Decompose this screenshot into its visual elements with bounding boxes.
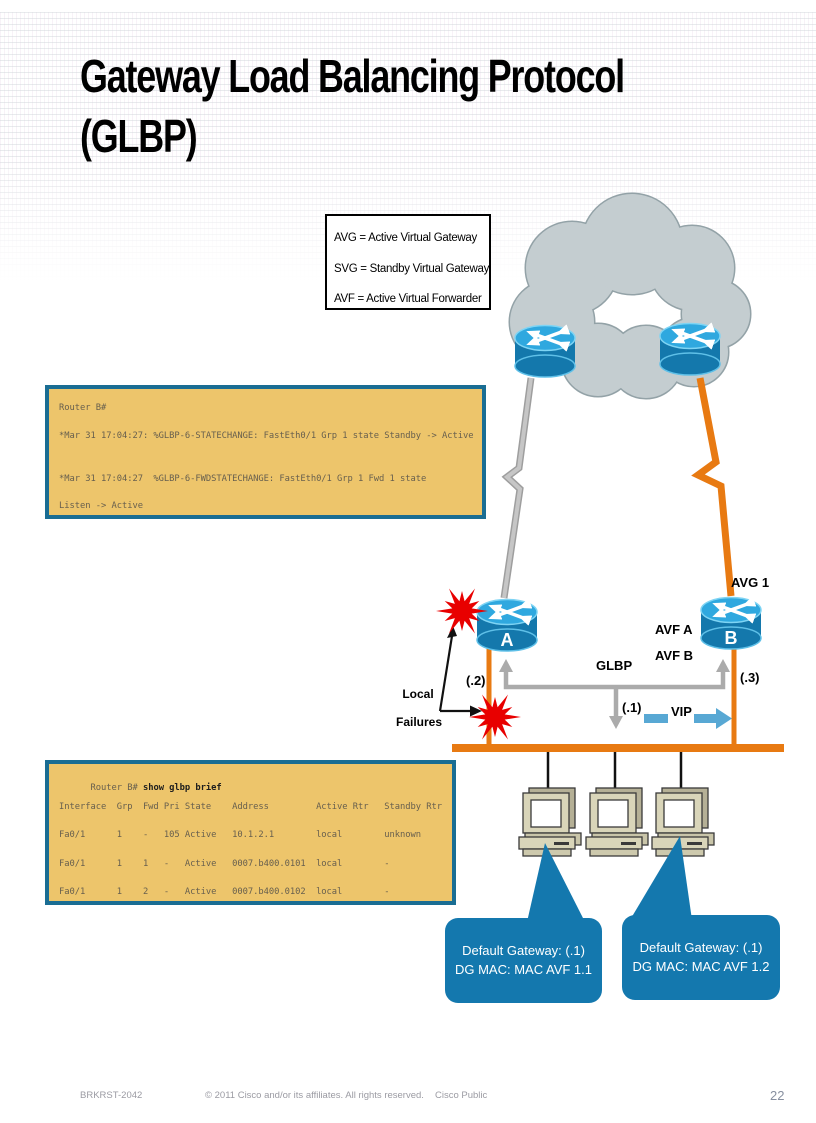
- uplink-gray-line-core: [502, 377, 533, 599]
- ip-dot1-label: (.1): [622, 700, 642, 715]
- console-command: show glbp brief: [142, 783, 222, 793]
- router-a-letter: A: [500, 630, 514, 650]
- console-line: *Mar 31 17:04:27 %GLBP-6-FWDSTATECHANGE:…: [59, 474, 427, 484]
- glbp-table-row: Fa0/1 1 - 105 Active 10.1.2.1 local unkn…: [59, 830, 421, 840]
- legend-item-svg: SVG = Standby Virtual Gateway: [334, 262, 490, 275]
- callout-default-gateway-left: Default Gateway: (.1) DG MAC: MAC AVF 1.…: [445, 918, 602, 1003]
- host1-pc-icon: [518, 787, 582, 857]
- glbp-table-header: Interface Grp Fwd Pri State Address Acti…: [59, 802, 442, 812]
- console-command-line: Router B# show glbp brief: [59, 773, 450, 803]
- uplink-orange-line: [691, 377, 735, 597]
- host2-pc-icon: [585, 787, 649, 857]
- callout-right-line2: DG MAC: MAC AVF 1.2: [632, 959, 770, 974]
- console-state-change: Router B# *Mar 31 17:04:27: %GLBP-6-STAT…: [45, 385, 486, 519]
- page-title-line2: (GLBP): [80, 110, 198, 162]
- local-failures-label-line1: Local: [402, 687, 434, 701]
- callout-right-tail: [630, 836, 692, 920]
- ip-dot2-label: (.2): [466, 673, 486, 688]
- legend-item-avf: AVF = Active Virtual Forwarder: [334, 293, 482, 305]
- console-prompt: Router B#: [90, 783, 143, 793]
- glbp-table-row: Fa0/1 1 1 - Active 0007.b400.0101 local …: [59, 859, 390, 869]
- router-icon-wan-right: [660, 324, 720, 376]
- router-b-letter: B: [724, 628, 738, 648]
- footer-session-id: BRKRST-2042: [80, 1090, 143, 1101]
- glbp-label: GLBP: [596, 658, 633, 673]
- callout-left-tail: [527, 843, 585, 922]
- vip-arrow-icon: [694, 708, 732, 729]
- failure-burst-link-icon: [469, 694, 521, 740]
- footer-classification: Cisco Public: [435, 1090, 488, 1101]
- vip-label: VIP: [671, 704, 692, 719]
- ip-dot3-label: (.3): [740, 670, 760, 685]
- lan-bus: [452, 744, 784, 752]
- console-glbp-brief: Router B# show glbp brief Interface Grp …: [45, 760, 456, 905]
- router-icon-wan-left: [515, 326, 575, 378]
- page-number: 22: [770, 1088, 785, 1103]
- host3-pc-icon: [651, 787, 715, 857]
- local-failures-label-line2: Failures: [396, 715, 443, 729]
- avg-label: AVG 1: [731, 575, 770, 590]
- page-title: Gateway Load Balancing Protocol (GLBP): [80, 46, 673, 166]
- vip-dash: [644, 714, 668, 723]
- glbp-table-row: Fa0/1 1 2 - Active 0007.b400.0102 local …: [59, 887, 390, 897]
- legend-item-avg: AVG = Active Virtual Gateway: [334, 232, 477, 244]
- callout-left-line2: DG MAC: MAC AVF 1.1: [454, 962, 592, 977]
- footer-copyright: © 2011 Cisco and/or its affiliates. All …: [205, 1090, 424, 1101]
- legend-box: AVG = Active Virtual Gateway SVG = Stand…: [325, 214, 491, 310]
- console-line: Listen -> Active: [59, 501, 143, 511]
- glbp-hello-bracket: [499, 659, 730, 729]
- page-title-line1: Gateway Load Balancing Protocol: [80, 50, 625, 102]
- callout-right-line1: Default Gateway: (.1): [639, 940, 763, 955]
- console-line: *Mar 31 17:04:27: %GLBP-6-STATECHANGE: F…: [59, 431, 474, 441]
- avf-b-label: AVF B: [655, 648, 694, 663]
- callout-default-gateway-right: Default Gateway: (.1) DG MAC: MAC AVF 1.…: [622, 915, 780, 1000]
- console-line: Router B#: [59, 403, 107, 413]
- avf-a-label: AVF A: [655, 622, 693, 637]
- failure-arrows: [438, 626, 482, 717]
- callout-left-line1: Default Gateway: (.1): [462, 943, 585, 958]
